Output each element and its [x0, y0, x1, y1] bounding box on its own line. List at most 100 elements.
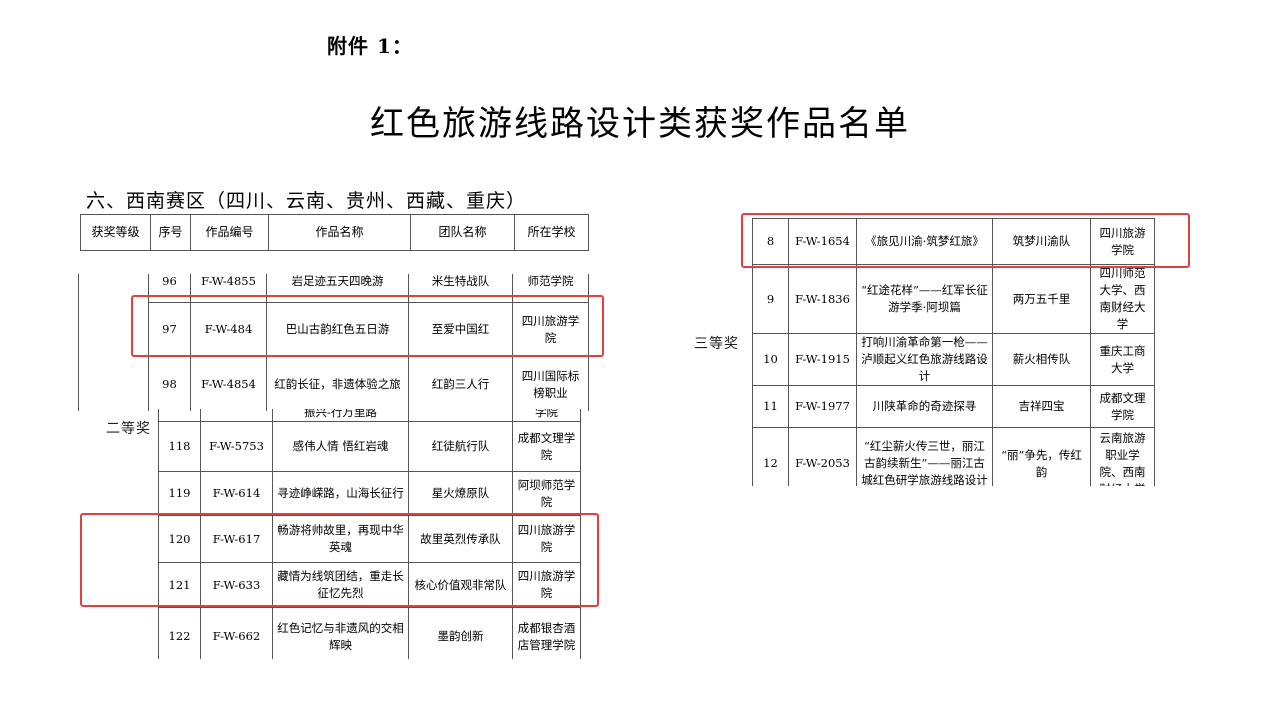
table-row: 11 F-W-1977 川陕革命的奇迹探寻 吉祥四宝 成都文理学院: [752, 385, 1155, 428]
row-school: 四川旅游学院: [512, 515, 581, 563]
row-code: F-W-662: [200, 607, 273, 659]
row-work: 畅游将帅故里，再现中华英魂: [272, 515, 409, 563]
row-school: 四川旅游学院: [1090, 218, 1155, 265]
attachment-label: 附件 1：: [327, 34, 413, 58]
row-school: 阿坝师范学院: [512, 471, 581, 516]
highlight-box-rows-120-121: [80, 513, 599, 607]
row-no: [158, 409, 201, 422]
table-row: 12 F-W-2053 “红尘薪火传三世，丽江古韵续新生”——丽江古城红色研学旅…: [752, 427, 1155, 486]
row-team: [408, 409, 513, 422]
header-code: 作品编号: [190, 214, 269, 251]
table-row: 8 F-W-1654 《旅见川渝·筑梦红旅》 筑梦川渝队 四川旅游学院: [752, 218, 1155, 265]
table-row: 120 F-W-617 畅游将帅故里，再现中华英魂 故里英烈传承队 四川旅游学院: [158, 515, 581, 563]
row-no: 12: [752, 427, 789, 486]
table-row: 98 F-W-4854 红韵长征，非遗体验之旅 红韵三人行 四川国际标榜职业: [78, 356, 589, 411]
second-prize-label: 二等奖: [106, 421, 151, 437]
row-code: F-W-614: [200, 471, 273, 516]
row-no: 121: [158, 562, 201, 608]
row-school: 四川国际标榜职业: [512, 356, 589, 411]
header-work: 作品名称: [268, 214, 411, 251]
third-prize-fragment: 三等奖 8 F-W-1654 《旅见川渝·筑梦红旅》 筑梦川渝队 四川旅游学院 …: [684, 216, 1156, 486]
row-team: 至爱中国红: [408, 302, 513, 357]
row-school: 四川师范大学、西南财经大学: [1090, 264, 1155, 334]
row-work: 打响川渝革命第一枪——泸顺起义红色旅游线路设计: [856, 333, 993, 386]
row-no: 11: [752, 385, 789, 428]
header-table: 获奖等级 序号 作品编号 作品名称 团队名称 所在学校: [80, 214, 589, 251]
table-row: 振兴-行万里路 学院: [158, 409, 581, 422]
row-team: 墨韵创新: [408, 607, 513, 659]
row-team: “丽”争先，传红韵: [992, 427, 1091, 486]
row-code: F-W-1836: [788, 264, 857, 334]
row-work: 感伟人情 悟红岩魂: [272, 421, 409, 472]
row-no: 122: [158, 607, 201, 659]
row-code: F-W-484: [190, 302, 267, 357]
row-code: F-W-5753: [200, 421, 273, 472]
row-no: 10: [752, 333, 789, 386]
third-prize-table: 8 F-W-1654 《旅见川渝·筑梦红旅》 筑梦川渝队 四川旅游学院 9 F-…: [752, 218, 1155, 486]
row-team: 米生特战队: [408, 274, 513, 303]
table-row: 119 F-W-614 寻迹峥嵘路，山海长征行 星火燎原队 阿坝师范学院: [158, 471, 581, 516]
row-school: 成都文理学院: [1090, 385, 1155, 428]
row-school: 成都文理学院: [512, 421, 581, 472]
row-no: 9: [752, 264, 789, 334]
row-work: 振兴-行万里路: [272, 409, 409, 422]
row-school: 四川旅游学院: [512, 562, 581, 608]
highlight-box-row-97: [131, 295, 604, 357]
row-work: “红途花样”——红军长征游学季·阿坝篇: [856, 264, 993, 334]
row-code: F-W-1977: [788, 385, 857, 428]
table-row: 96 F-W-4855 岩足迹五天四晚游 米生特战队 师范学院: [78, 274, 589, 303]
row-team: 故里英烈传承队: [408, 515, 513, 563]
row-team: 筑梦川渝队: [992, 218, 1091, 265]
row-team: 两万五千里: [992, 264, 1091, 334]
third-prize-label: 三等奖: [694, 336, 739, 352]
second-prize-fragment-top: 96 F-W-4855 岩足迹五天四晚游 米生特战队 师范学院 97 F-W-4…: [78, 274, 590, 411]
table-row: 10 F-W-1915 打响川渝革命第一枪——泸顺起义红色旅游线路设计 薪火相传…: [752, 333, 1155, 386]
header-row: 获奖等级 序号 作品编号 作品名称 团队名称 所在学校: [80, 214, 589, 251]
row-work: 川陕革命的奇迹探寻: [856, 385, 993, 428]
row-no: 97: [148, 302, 191, 357]
second-prize-fragment-bottom: 二等奖 振兴-行万里路 学院 118 F-W-5753 感伟人情 悟红岩魂 红徒…: [88, 409, 592, 659]
row-no: 98: [148, 356, 191, 411]
row-work: 寻迹峥嵘路，山海长征行: [272, 471, 409, 516]
table-row: 9 F-W-1836 “红途花样”——红军长征游学季·阿坝篇 两万五千里 四川师…: [752, 264, 1155, 334]
row-code: F-W-2053: [788, 427, 857, 486]
row-work: 红韵长征，非遗体验之旅: [266, 356, 409, 411]
row-team: 红徒航行队: [408, 421, 513, 472]
row-code: F-W-617: [200, 515, 273, 563]
region-heading: 六、西南赛区（四川、云南、贵州、西藏、重庆）: [86, 190, 527, 212]
row-team: 薪火相传队: [992, 333, 1091, 386]
row-school: 学院: [512, 409, 581, 422]
highlight-box-row-8: [741, 213, 1190, 268]
row-work: 岩足迹五天四晚游: [266, 274, 409, 303]
row-code: F-W-4855: [190, 274, 267, 303]
row-work: 巴山古韵红色五日游: [266, 302, 409, 357]
page-title: 红色旅游线路设计类获奖作品名单: [370, 104, 910, 144]
row-code: F-W-4854: [190, 356, 267, 411]
row-code: F-W-1915: [788, 333, 857, 386]
second-prize-table-top: 96 F-W-4855 岩足迹五天四晚游 米生特战队 师范学院 97 F-W-4…: [78, 274, 589, 411]
header-award: 获奖等级: [80, 214, 151, 251]
header-no: 序号: [150, 214, 191, 251]
row-work: 《旅见川渝·筑梦红旅》: [856, 218, 993, 265]
row-code: F-W-1654: [788, 218, 857, 265]
table-row: 97 F-W-484 巴山古韵红色五日游 至爱中国红 四川旅游学院: [78, 302, 589, 357]
row-school: 云南旅游职业学院、西南财经大学: [1090, 427, 1155, 486]
header-team: 团队名称: [410, 214, 515, 251]
row-work: “红尘薪火传三世，丽江古韵续新生”——丽江古城红色研学旅游线路设计: [856, 427, 993, 486]
row-code: [200, 409, 273, 422]
row-school: 成都银杏酒店管理学院: [512, 607, 581, 659]
row-no: 8: [752, 218, 789, 265]
row-school: 重庆工商大学: [1090, 333, 1155, 386]
row-school: 师范学院: [512, 274, 589, 303]
second-prize-table-bottom: 振兴-行万里路 学院 118 F-W-5753 感伟人情 悟红岩魂 红徒航行队 …: [158, 409, 581, 659]
table-row: 118 F-W-5753 感伟人情 悟红岩魂 红徒航行队 成都文理学院: [158, 421, 581, 472]
row-work: 红色记忆与非遗风的交相辉映: [272, 607, 409, 659]
row-team: 星火燎原队: [408, 471, 513, 516]
row-no: 119: [158, 471, 201, 516]
row-no: 118: [158, 421, 201, 472]
table-row: 122 F-W-662 红色记忆与非遗风的交相辉映 墨韵创新 成都银杏酒店管理学…: [158, 607, 581, 659]
row-no: 96: [148, 274, 191, 303]
row-team: 吉祥四宝: [992, 385, 1091, 428]
row-team: 红韵三人行: [408, 356, 513, 411]
header-school: 所在学校: [514, 214, 589, 251]
